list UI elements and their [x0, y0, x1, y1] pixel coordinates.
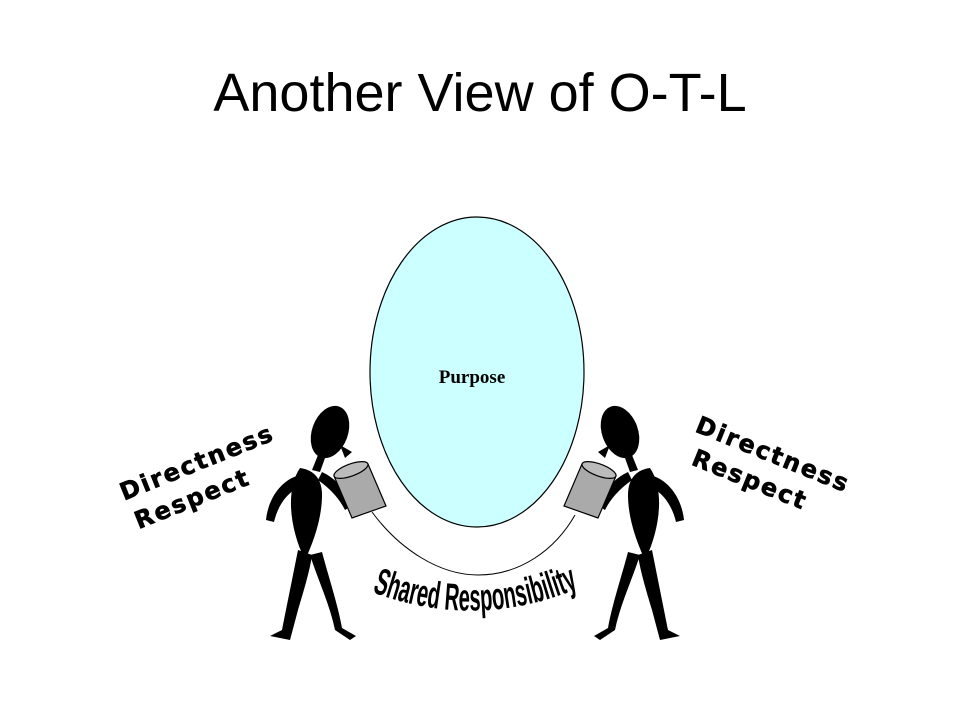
shared-responsibility-label: Shared Responsibility: [369, 558, 582, 620]
right-figure: [594, 405, 684, 640]
left-figure-head: [310, 405, 350, 459]
left-cup: [333, 461, 387, 519]
right-figure-head: [600, 405, 640, 459]
string-line: [371, 511, 576, 576]
right-cup: [563, 461, 617, 519]
purpose-oval: [369, 216, 585, 528]
left-figure: [266, 405, 356, 640]
slide-title: Another View of O-T-L: [213, 63, 747, 123]
purpose-label: Purpose: [439, 367, 506, 388]
